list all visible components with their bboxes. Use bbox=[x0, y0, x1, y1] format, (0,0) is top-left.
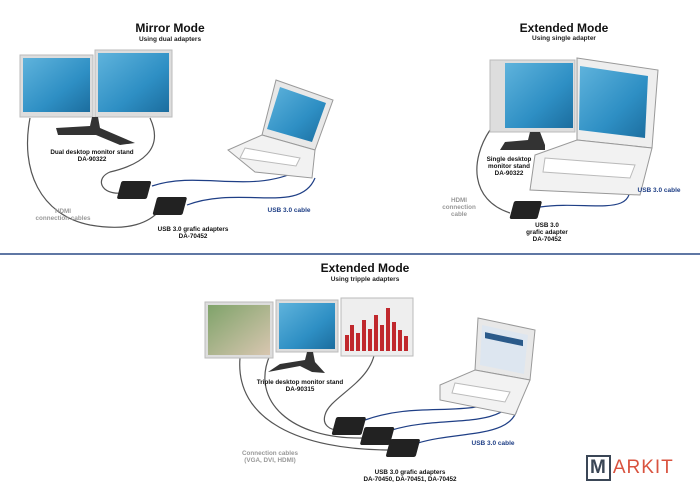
stand-label: Single desktop monitor stand DA-90322 bbox=[486, 156, 532, 178]
dual-monitors bbox=[19, 49, 173, 145]
usb-cable-label: USB 3.0 cable bbox=[267, 207, 311, 214]
laptop bbox=[529, 57, 659, 196]
panel-subtitle: Using dual adapters bbox=[138, 36, 202, 43]
stand-label: Triple desktop monitor stand DA-90315 bbox=[256, 379, 344, 394]
panel-title: Mirror Mode bbox=[135, 21, 205, 35]
panel-title: Extended Mode bbox=[519, 21, 609, 35]
laptop bbox=[439, 317, 536, 416]
panel-subtitle: Using tripple adapters bbox=[330, 276, 400, 283]
panel-subtitle: Using single adapter bbox=[532, 35, 596, 42]
laptop bbox=[227, 79, 334, 179]
cable-label: Connection cables (VGA, DVI, HDMI) bbox=[242, 450, 298, 465]
triple-monitors bbox=[204, 297, 414, 373]
usb-cable-label: USB 3.0 cable bbox=[471, 440, 515, 447]
single-monitor bbox=[489, 59, 576, 150]
cable-label: HDMI connection cable bbox=[442, 197, 476, 219]
cable-label: HDMI connection cables bbox=[35, 208, 91, 223]
stand-label: Dual desktop monitor stand DA-90322 bbox=[50, 149, 134, 164]
usb-cable-label: USB 3.0 cable bbox=[637, 187, 681, 194]
adapter-label: USB 3.0 grafic adapters DA-70450, DA-704… bbox=[363, 469, 457, 484]
adapter-label: USB 3.0 grafic adapters DA-70452 bbox=[157, 226, 229, 241]
panel-title: Extended Mode bbox=[320, 261, 410, 275]
adapter-label: USB 3.0 grafic adapter DA-70452 bbox=[526, 222, 568, 244]
